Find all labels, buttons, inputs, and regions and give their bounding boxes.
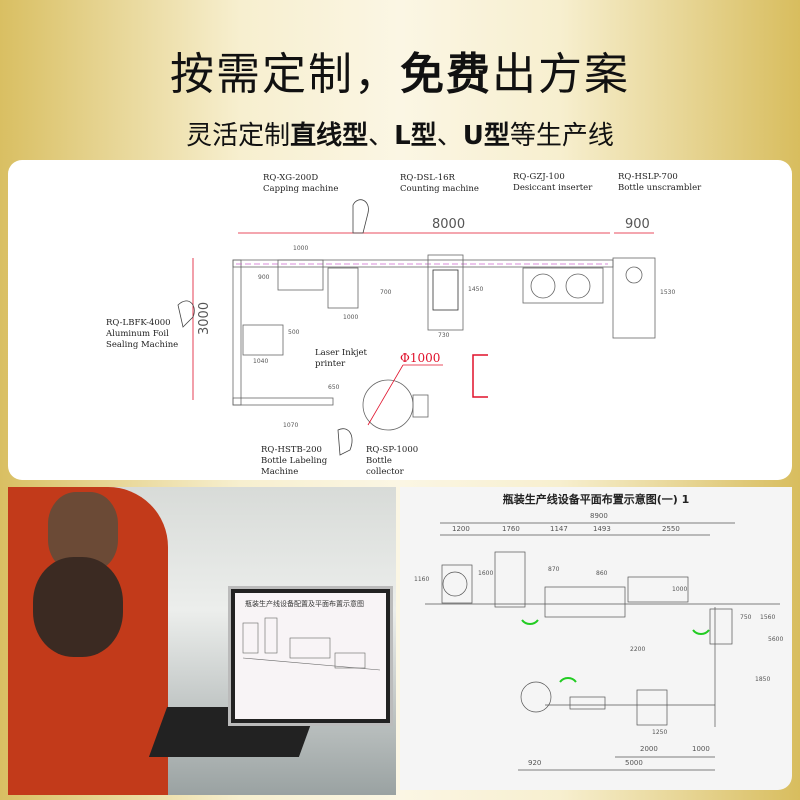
dim-2550: 2550: [662, 525, 680, 533]
dim-900: 900: [258, 274, 270, 281]
dim-750: 750: [740, 614, 752, 621]
dim-8900: 8900: [590, 512, 608, 520]
dim-collector-diameter: Φ1000: [400, 351, 441, 365]
dim-730: 730: [438, 332, 450, 339]
foil-sealing-label: RQ-LBFK-4000 Aluminum Foil Sealing Machi…: [106, 318, 179, 350]
labeling-machine-label: RQ-HSTB-200 Bottle Labeling Machine: [261, 445, 328, 477]
plan-drawing-title: 瓶装生产线设备平面布置示意图(一) 1: [502, 493, 690, 506]
layout-drawing-card: RQ-XG-200D Capping machine RQ-DSL-16R Co…: [8, 160, 792, 480]
dim-1070: 1070: [283, 422, 299, 429]
counting-machine-label: RQ-DSL-16R Counting machine: [400, 173, 479, 194]
dim-920: 920: [528, 759, 542, 767]
dim-1000b: 1000: [343, 314, 359, 321]
dim-length: 8000: [432, 217, 466, 232]
dim-1000b: 1000: [692, 745, 710, 753]
dim-650: 650: [328, 384, 340, 391]
plan-drawing: [425, 522, 780, 771]
desiccant-inserter-label: RQ-GZJ-100 Desiccant inserter: [513, 172, 593, 193]
dim-1147: 1147: [550, 525, 568, 533]
monitor-drawing: [242, 617, 381, 671]
monitor: 瓶装生产线设备配置及平面布置示意图: [228, 586, 393, 726]
engineer-head: [33, 557, 123, 657]
dim-860: 860: [596, 570, 608, 577]
dim-500: 500: [288, 329, 300, 336]
dim-1560: 1560: [760, 614, 776, 621]
bottle-collector-label: RQ-SP-1000 Bottle collector: [366, 445, 419, 477]
dim-5600: 5600: [768, 636, 784, 643]
monitor-title: 瓶装生产线设备配置及平面布置示意图: [245, 600, 364, 608]
dim-1850: 1850: [755, 676, 771, 683]
dim-1493: 1493: [593, 525, 611, 533]
dim-1000: 1000: [672, 586, 688, 593]
dim-1450: 1450: [468, 286, 484, 293]
dim-5000: 5000: [625, 759, 643, 767]
dim-1250: 1250: [652, 729, 668, 736]
dim-1160: 1160: [414, 576, 430, 583]
dim-1760: 1760: [502, 525, 520, 533]
dim-870: 870: [548, 566, 560, 573]
monitor-screen: 瓶装生产线设备配置及平面布置示意图: [235, 593, 386, 719]
dim-1040: 1040: [253, 358, 269, 365]
dim-2200: 2200: [630, 646, 646, 653]
capping-machine-label: RQ-XG-200D Capping machine: [263, 173, 339, 194]
dim-700: 700: [380, 289, 392, 296]
headline: 按需定制，免费出方案: [170, 49, 630, 100]
plan-drawing-card: 瓶装生产线设备平面布置示意图(一) 1 8900 1200 1760 1147 …: [400, 487, 792, 790]
dim-1200: 1200: [452, 525, 470, 533]
dim-2000: 2000: [640, 745, 658, 753]
bottle-unscrambler-label: RQ-HSLP-700 Bottle unscrambler: [618, 172, 702, 193]
dim-1530: 1530: [660, 289, 676, 296]
inkjet-printer-label: Laser Inkjet printer: [315, 348, 367, 369]
layout-drawing: [177, 199, 656, 456]
dim-1000a: 1000: [293, 245, 309, 252]
dim-unscrambler: 900: [625, 217, 650, 232]
dim-1600: 1600: [478, 570, 494, 577]
dim-height: 3000: [197, 301, 212, 335]
subheadline: 灵活定制直线型、L型、U型等生产线: [186, 121, 614, 151]
